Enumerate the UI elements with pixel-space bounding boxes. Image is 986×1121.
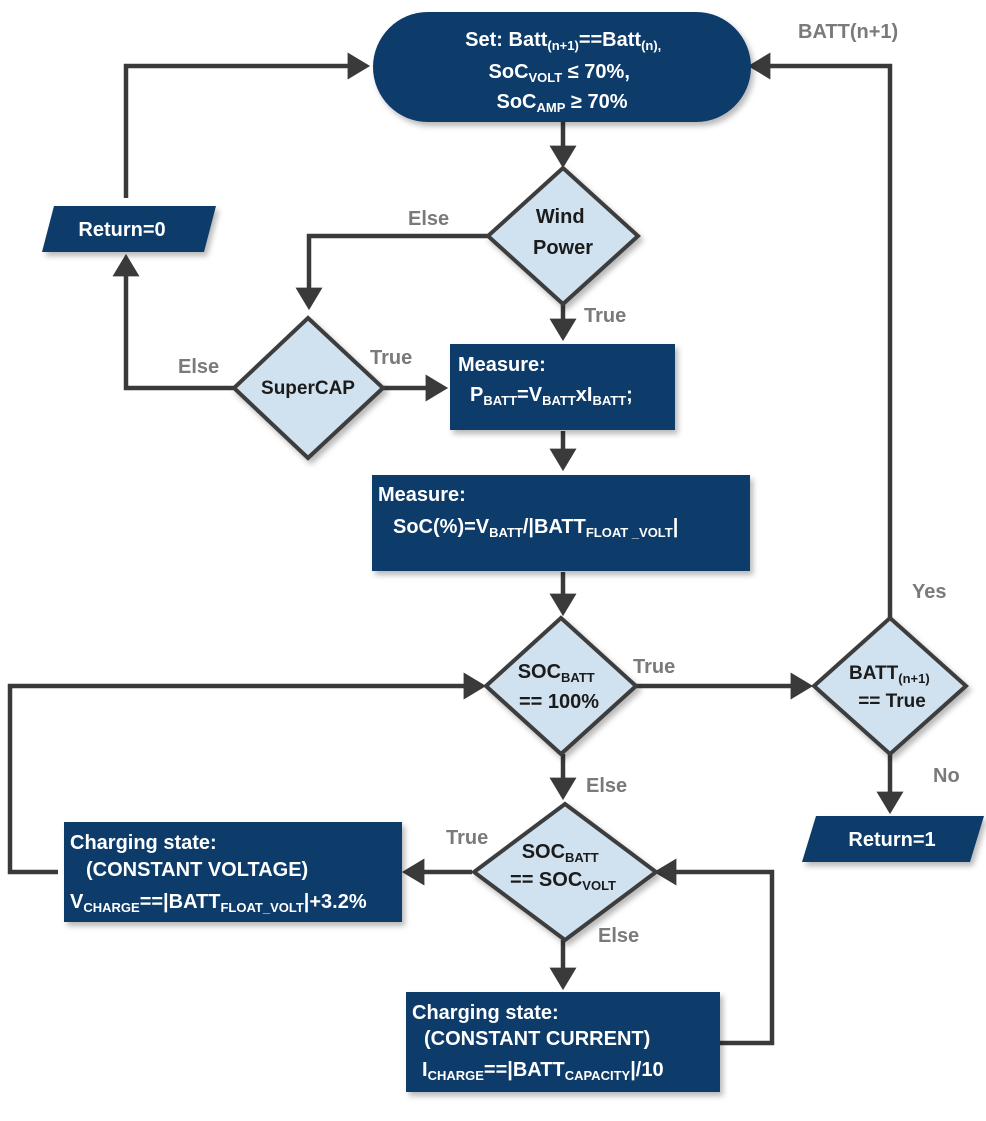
edge-wind-else <box>295 233 488 311</box>
supercap-decision: SuperCAP <box>231 315 386 461</box>
svg-text:Charging state: (CONSTAN: Charging state: (CONSTANT VOLTAGE) VCHAR… <box>70 832 367 915</box>
edge-labels: BATT(n+1) Else True Else True True Else … <box>178 21 960 947</box>
label-super-true: True <box>370 347 412 369</box>
wind-power-decision: Wind Power <box>485 165 641 307</box>
label-socvolt-true: True <box>446 827 488 849</box>
svg-text:Charging state: (CONSTAN: Charging state: (CONSTANT CURRENT) ICHAR… <box>412 1002 664 1083</box>
return0-node: Return=0 <box>42 206 216 252</box>
measure-soc-box: Measure: SoC(%)=VBATT/|BATTFLOAT _VOLT| <box>372 475 750 571</box>
label-no: No <box>933 765 960 787</box>
constant-current-box: Charging state: (CONSTANT CURRENT) ICHAR… <box>406 992 720 1092</box>
svg-text:BATT(n+1) == True: BATT(n+1) == True <box>849 663 935 712</box>
svg-text:Wind Power: Wind Power <box>533 206 593 259</box>
label-batt-n1: BATT(n+1) <box>798 21 898 43</box>
label-wind-else: Else <box>408 208 449 230</box>
connectors <box>7 52 904 1046</box>
label-soc100-true: True <box>633 656 675 678</box>
return0-label: Return=0 <box>78 219 165 241</box>
edge-return0-to-start <box>123 52 371 198</box>
svg-text:Measure: PBATT=VBATTxIBA: Measure: PBATT=VBATTxIBATT; <box>458 354 633 408</box>
label-soc100-else: Else <box>586 775 627 797</box>
constant-voltage-box: Charging state: (CONSTANT VOLTAGE) VCHAR… <box>64 822 402 922</box>
label-super-else: Else <box>178 356 219 378</box>
batt-n1-decision: BATT(n+1) == True <box>811 615 969 757</box>
svg-text:Set: Batt(n+1)==Batt(n),: Set: Batt(n+1)==Batt(n), SoCVOLT ≤ 70%, … <box>465 29 667 115</box>
return1-node: Return=1 <box>802 816 984 862</box>
svg-text:Measure: SoC(%)=VBATT/|B: Measure: SoC(%)=VBATT/|BATTFLOAT _VOLT| <box>378 484 678 540</box>
svg-text:SOCBATT == 100%: SOCBATT == 100% <box>518 661 601 713</box>
label-yes: Yes <box>912 581 946 603</box>
measure-power-box: Measure: PBATT=VBATTxIBATT; <box>450 344 675 430</box>
edge-cv-to-soc100 <box>7 672 487 875</box>
label-socvolt-else: Else <box>598 925 639 947</box>
start-line2: SoCVOLT ≤ 70%, <box>489 61 630 85</box>
soc-volt-decision: SOCBATT == SOCVOLT <box>470 801 660 943</box>
return1-label: Return=1 <box>848 829 935 851</box>
label-wind-true: True <box>584 305 626 327</box>
start-node: Set: Batt(n+1)==Batt(n), SoCVOLT ≤ 70%, … <box>373 12 751 122</box>
soc-100-decision: SOCBATT == 100% <box>483 615 639 757</box>
start-line1: Set: Batt(n+1)==Batt(n), <box>465 29 661 53</box>
edge-super-else <box>112 253 234 391</box>
start-line3: SoCAMP ≥ 70% <box>496 91 627 115</box>
svg-text:SOCBATT == SOCVOLT: SOCBATT == SOCVOLT <box>510 841 616 893</box>
edge-cc-to-socvolt <box>653 858 775 1046</box>
supercap-label: SuperCAP <box>261 378 355 399</box>
edge-batt-yes <box>747 52 893 620</box>
